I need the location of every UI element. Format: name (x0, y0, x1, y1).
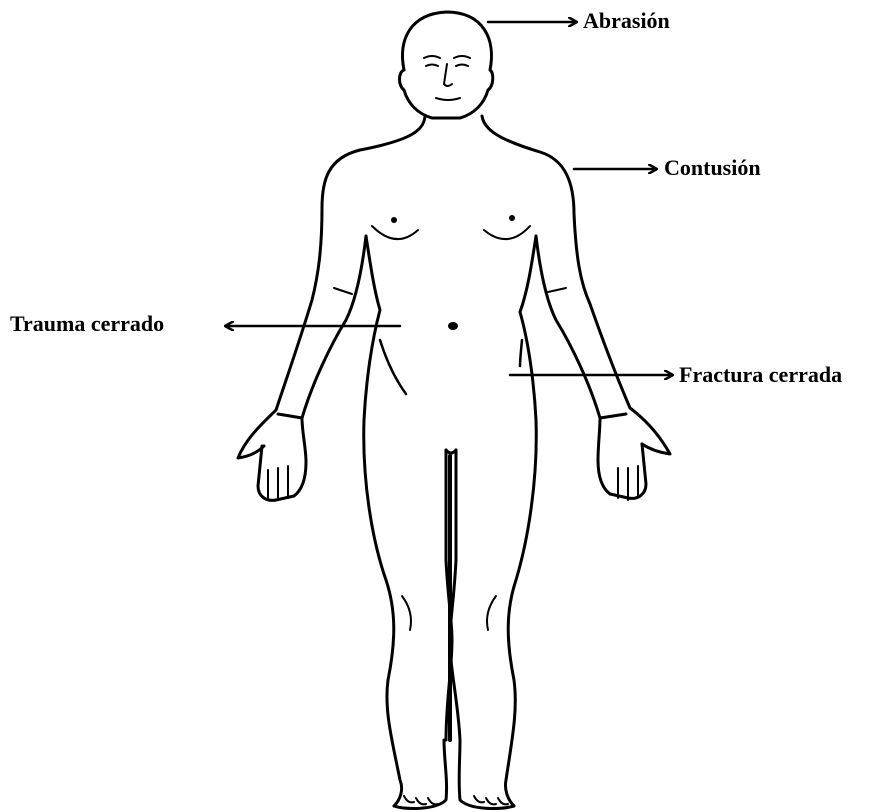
right-nipple (509, 215, 515, 221)
left-fingers (268, 466, 288, 500)
right-inner-arm (536, 236, 600, 418)
navel (448, 322, 458, 330)
face-features (424, 56, 470, 100)
right-toes (474, 796, 508, 804)
crotch-line (446, 450, 456, 453)
fractura-cerrada-label: Fractura cerrada (679, 364, 842, 386)
left-elbow-mark (334, 288, 352, 294)
right-knee-mark (487, 596, 496, 630)
right-elbow-mark (548, 288, 566, 292)
body-left-outline (238, 116, 425, 458)
abrasion-label: Abrasión (583, 10, 670, 32)
left-toes (404, 796, 438, 804)
contusion-label: Contusión (664, 157, 761, 179)
body-right-outline (482, 116, 670, 454)
left-foot (394, 740, 447, 808)
torso-right-side (505, 236, 536, 806)
left-nipple (391, 217, 397, 223)
chest-details (372, 226, 530, 239)
torso-left-side (364, 236, 402, 806)
right-hip-line (520, 340, 522, 366)
trauma-cerrado-label: Trauma cerrado (10, 313, 164, 335)
left-hip-line (380, 340, 406, 394)
left-hand (258, 414, 306, 500)
left-knee-mark (402, 596, 411, 630)
right-fingers (618, 466, 638, 500)
